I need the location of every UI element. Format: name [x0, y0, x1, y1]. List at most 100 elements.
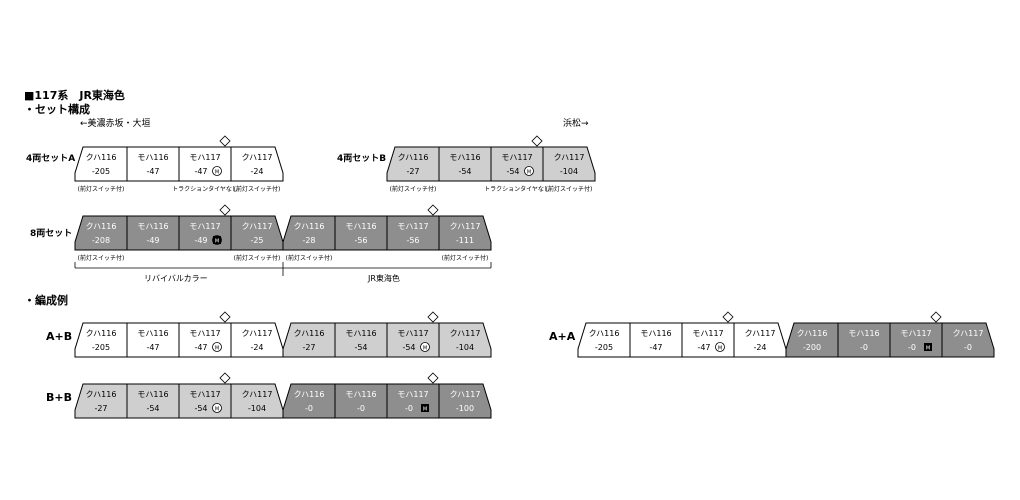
car-type-label: モハ116: [640, 329, 671, 338]
car-ab-0: [74, 322, 128, 358]
car-type-label: モハ117: [189, 329, 220, 338]
pantograph-icon: [219, 311, 231, 323]
car-type-label: モハ116: [137, 153, 168, 162]
car-type-label: モハ117: [189, 153, 220, 162]
car-type-label: クハ116: [294, 222, 325, 231]
car-type-label: モハ116: [345, 222, 376, 231]
car-type-label: クハ117: [450, 222, 481, 231]
car-aa-4: [785, 322, 839, 358]
car-number-label: -56: [354, 236, 367, 245]
car-type-label: クハ117: [450, 390, 481, 399]
car-ab-7: [438, 322, 492, 358]
car-number-label: -47: [194, 167, 207, 176]
label-4-car-set-b: 4両セットB: [337, 154, 387, 164]
car-type-label: クハ117: [953, 329, 984, 338]
car-ab-4: [282, 322, 336, 358]
car-type-label: モハ117: [397, 329, 428, 338]
label-b-plus-b: B+B: [46, 391, 72, 404]
car-type-label: クハ117: [242, 153, 273, 162]
car-number-label: -54: [194, 404, 207, 413]
car-number-label: -28: [302, 236, 315, 245]
car-number-label: -24: [250, 343, 263, 352]
car-type-label: モハ117: [189, 222, 220, 231]
car-bb-4: [282, 383, 336, 419]
motor-mark-solid-icon: [924, 343, 932, 351]
page-title: ■117系 JR東海色: [24, 89, 125, 102]
car-type-label: モハ117: [692, 329, 723, 338]
formation-example-heading: ・編成例: [24, 294, 68, 307]
car-type-label: クハ116: [294, 390, 325, 399]
motor-mark-label: M: [215, 170, 219, 176]
pantograph-icon: [427, 204, 439, 216]
pantograph-icon: [427, 372, 439, 384]
motor-mark-solid-icon: [213, 236, 221, 244]
label-4-car-set-a: 4両セットA: [26, 154, 76, 164]
motor-mark-label: M: [215, 239, 219, 245]
pantograph-icon: [219, 135, 231, 147]
car-set-8-7: [438, 215, 492, 251]
car-number-label: -54: [458, 167, 471, 176]
direction-right: 浜松→: [563, 119, 589, 129]
pantograph-icon: [427, 311, 439, 323]
car-set-a-3: [230, 146, 284, 182]
car-number-label: -25: [250, 236, 263, 245]
car-number-label: -49: [146, 236, 159, 245]
car-number-label: -47: [697, 343, 710, 352]
headlight-switch-note: (前灯スイッチ付): [546, 185, 593, 193]
pantograph-icon: [722, 311, 734, 323]
car-number-label: -54: [354, 343, 367, 352]
car-number-label: -47: [146, 343, 159, 352]
car-type-label: クハ116: [398, 153, 429, 162]
motor-mark-label: M: [423, 407, 427, 413]
car-number-label: -47: [194, 343, 207, 352]
motor-mark-icon: [715, 342, 725, 352]
motor-mark-icon: [524, 166, 534, 176]
car-number-label: -200: [803, 343, 821, 352]
motor-mark-icon: [212, 403, 222, 413]
car-bb-0: [74, 383, 128, 419]
car-number-label: -27: [302, 343, 315, 352]
car-number-label: -104: [456, 343, 474, 352]
car-type-label: クハ117: [745, 329, 776, 338]
motor-mark-label: M: [215, 407, 219, 413]
car-number-label: -208: [92, 236, 110, 245]
car-number-label: -0: [305, 404, 313, 413]
car-type-label: クハ116: [294, 329, 325, 338]
car-type-label: モハ116: [345, 329, 376, 338]
car-type-label: モハ116: [345, 390, 376, 399]
car-number-label: -0: [860, 343, 868, 352]
car-type-label: クハ116: [86, 390, 117, 399]
car-aa-0: [577, 322, 631, 358]
car-number-label: -104: [560, 167, 578, 176]
motor-mark-label: M: [718, 346, 722, 352]
car-number-label: -205: [92, 167, 110, 176]
car-number-label: -205: [595, 343, 613, 352]
car-aa-7: [941, 322, 995, 358]
car-number-label: -56: [406, 236, 419, 245]
car-type-label: モハ116: [137, 222, 168, 231]
car-number-label: -24: [250, 167, 263, 176]
car-type-label: モハ117: [189, 390, 220, 399]
headlight-switch-note: (前灯スイッチ付): [390, 185, 437, 193]
car-set-b-0: [386, 146, 440, 182]
car-number-label: -54: [402, 343, 415, 352]
headlight-switch-note: (前灯スイッチ付): [78, 185, 125, 193]
motor-mark-solid-icon: [421, 404, 429, 412]
car-type-label: モハ116: [449, 153, 480, 162]
car-type-label: クハ116: [797, 329, 828, 338]
motor-mark-label: M: [527, 170, 531, 176]
car-type-label: クハ117: [242, 329, 273, 338]
car-number-label: -0: [405, 404, 413, 413]
car-set-a-0: [74, 146, 128, 182]
car-type-label: クハ116: [86, 329, 117, 338]
car-number-label: -27: [406, 167, 419, 176]
car-type-label: クハ116: [589, 329, 620, 338]
car-set-b-3: [542, 146, 596, 182]
pantograph-icon: [219, 372, 231, 384]
headlight-switch-note: (前灯スイッチ付): [78, 254, 125, 262]
car-number-label: -0: [357, 404, 365, 413]
car-type-label: モハ117: [397, 222, 428, 231]
car-number-label: -54: [146, 404, 159, 413]
car-type-label: クハ116: [86, 222, 117, 231]
segment-label-jr-tokai: JR東海色: [368, 274, 400, 283]
